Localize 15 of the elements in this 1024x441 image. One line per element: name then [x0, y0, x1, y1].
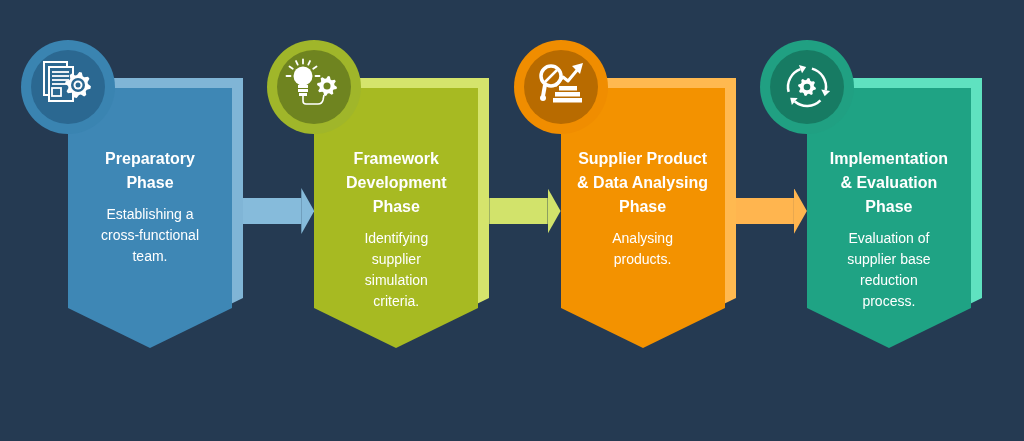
phase-banner [560, 78, 736, 348]
phase-banner [68, 78, 243, 348]
phase-description: Establishing a cross-functional team. [99, 205, 200, 266]
arrow [489, 188, 561, 234]
phase-banner [314, 78, 490, 348]
phase-title: Preparatory Phase [104, 149, 196, 193]
phase-title: Framework Development Phase [345, 149, 448, 217]
arrow [735, 188, 807, 234]
phase-banner [806, 78, 982, 348]
arrow [243, 188, 315, 234]
phase-description: Identifying supplier simulation criteria. [363, 229, 430, 311]
phase-description: Evaluation of supplier base reduction process. [846, 229, 932, 311]
phase-description: Analysing products. [611, 229, 674, 269]
phase-title: Supplier Product & Data Analysing Phase [577, 149, 709, 217]
phase-title: Implementation & Evaluation Phase [828, 149, 949, 217]
